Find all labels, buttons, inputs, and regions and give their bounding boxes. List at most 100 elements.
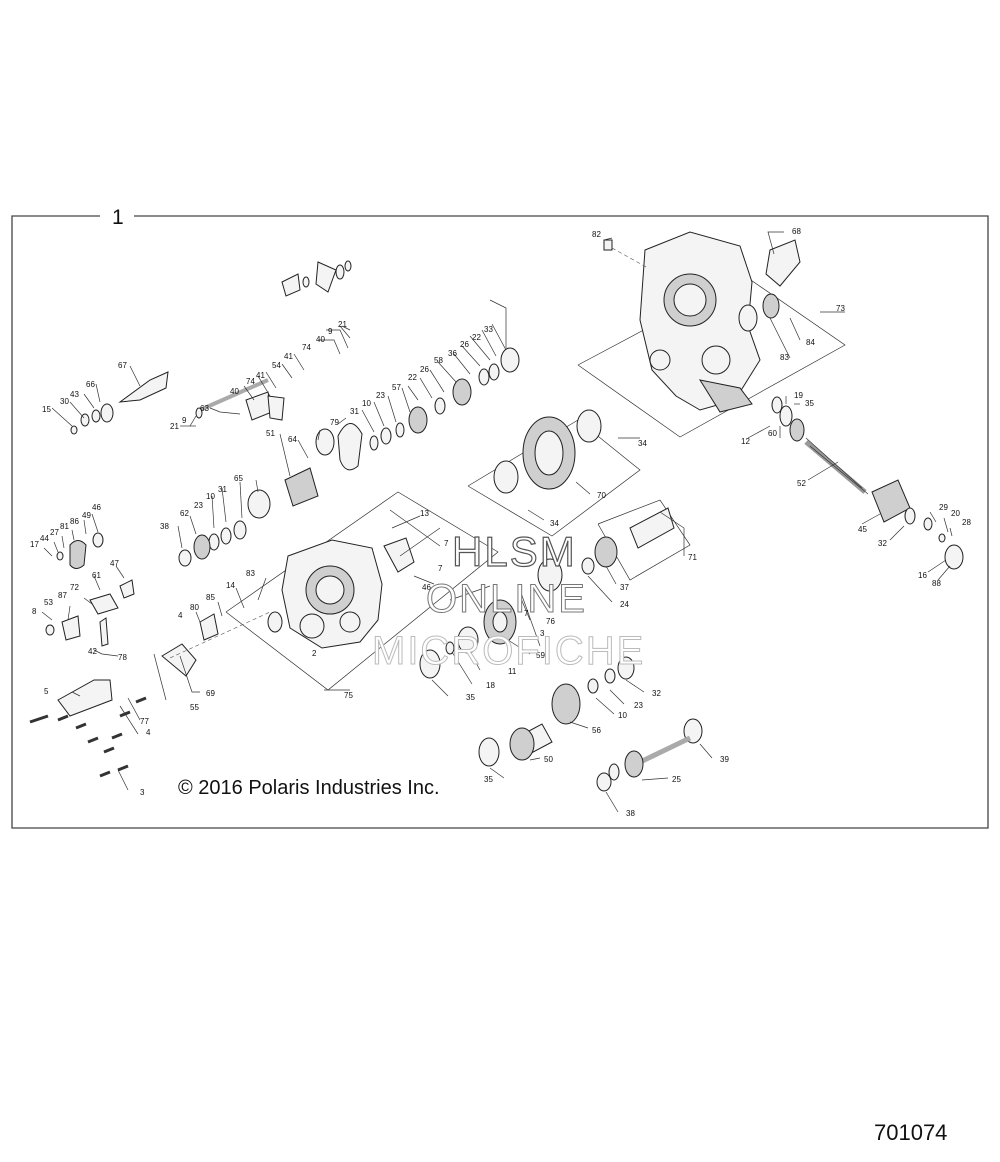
callout-80: 80: [190, 603, 199, 612]
callout-26a: 26: [420, 365, 429, 374]
callout-61: 61: [92, 571, 101, 580]
callout-75: 75: [344, 691, 353, 700]
callout-83b: 83: [246, 569, 255, 578]
callout-48: 46: [422, 583, 431, 592]
callout-2: 2: [312, 649, 317, 658]
callout-21a: 21: [338, 320, 347, 329]
callout-46: 46: [92, 503, 101, 512]
callout-47: 47: [110, 559, 119, 568]
shift-rail-parts: [195, 260, 352, 421]
callout-10a: 10: [618, 711, 627, 720]
callout-4b: 4: [146, 728, 151, 737]
callout-42: 42: [88, 647, 97, 656]
callout-8: 8: [32, 607, 37, 616]
callout-9a: 9: [328, 327, 333, 336]
callout-63: 63: [200, 404, 209, 413]
callout-29: 29: [939, 503, 948, 512]
case-half-right: [577, 231, 846, 438]
watermark: HLSM ONLINE MICROFICHE: [372, 527, 645, 673]
document-number: 701074: [874, 1120, 947, 1145]
gear-71: [581, 499, 691, 581]
callout-78: 78: [118, 653, 127, 662]
gear-70: [467, 409, 641, 537]
callout-26b: 26: [460, 340, 469, 349]
callout-62: 62: [180, 509, 189, 518]
case-half-left: [225, 491, 499, 691]
copyright-text: © 2016 Polaris Industries Inc.: [178, 777, 440, 799]
callout-31b: 31: [350, 407, 359, 416]
callout-23c: 23: [376, 391, 385, 400]
seal-24: [537, 558, 563, 592]
callout-85: 85: [206, 593, 215, 602]
callout-15: 15: [42, 405, 51, 414]
callout-64: 64: [288, 435, 297, 444]
callout-13: 13: [420, 509, 429, 518]
callout-72: 72: [70, 583, 79, 592]
cover-plate-48: [383, 537, 415, 573]
callout-50: 50: [544, 755, 553, 764]
left-small-parts: [45, 532, 271, 717]
plug-82: [603, 239, 613, 251]
callout-12: 12: [741, 437, 750, 446]
callout-32b: 32: [652, 689, 661, 698]
callout-79: 79: [330, 418, 339, 427]
left-shaft-parts: [70, 371, 169, 435]
callout-70: 70: [597, 491, 606, 500]
callout-22a: 22: [408, 373, 417, 382]
callout-3b: 3: [140, 788, 145, 797]
watermark-line-3: MICROFICHE: [372, 629, 645, 673]
callout-68: 68: [792, 227, 801, 236]
seal-18: [267, 611, 283, 633]
callout-49: 49: [82, 511, 91, 520]
seal-83: [738, 304, 758, 332]
diagram-frame: [11, 215, 989, 829]
watermark-line-1: HLSM: [452, 528, 577, 575]
callout-71: 71: [688, 553, 697, 562]
callout-59: 59: [536, 651, 545, 660]
callout-16: 16: [918, 571, 927, 580]
callout-88: 88: [932, 579, 941, 588]
callout-10c: 10: [362, 399, 371, 408]
callout-32a: 32: [878, 539, 887, 548]
callout-44: 44: [40, 534, 49, 543]
callout-69: 69: [206, 689, 215, 698]
countershaft-parts: [419, 599, 703, 792]
callout-39: 39: [720, 755, 729, 764]
callout-43: 43: [70, 390, 79, 399]
callout-11: 11: [508, 667, 517, 676]
callout-56: 56: [592, 726, 601, 735]
callout-53: 53: [44, 598, 53, 607]
callout-65: 65: [234, 474, 243, 483]
callout-36: 36: [448, 349, 457, 358]
callout-60: 60: [768, 429, 777, 438]
callout-14: 14: [226, 581, 235, 590]
callout-35: 35: [805, 399, 814, 408]
callout-7c: 7: [438, 564, 443, 573]
callout-77: 77: [140, 717, 149, 726]
callout-17: 17: [30, 540, 39, 549]
callout-52: 52: [797, 479, 806, 488]
callout-5: 5: [44, 687, 49, 696]
callout-3a: 3: [540, 629, 545, 638]
callout-4a: 4: [178, 611, 183, 620]
callout-34b: 34: [550, 519, 559, 528]
callout-18: 18: [486, 681, 495, 690]
callout-35c: 35: [484, 775, 493, 784]
callout-45: 45: [858, 525, 867, 534]
callout-31a: 31: [218, 485, 227, 494]
output-shaft-assembly: [771, 396, 964, 570]
callout-73: 73: [836, 304, 845, 313]
callout-23a: 23: [634, 701, 643, 710]
callout-67: 67: [118, 361, 127, 370]
callout-34a: 34: [638, 439, 647, 448]
callout-7a: 7: [524, 609, 529, 618]
callout-21b: 21: [170, 422, 179, 431]
callout-41a: 41: [284, 352, 293, 361]
callout-76: 76: [546, 617, 555, 626]
callout-57: 57: [392, 383, 401, 392]
watermark-line-2: ONLINE: [426, 577, 587, 621]
callout-35b: 35: [466, 693, 475, 702]
callout-23b: 23: [194, 501, 203, 510]
callout-58: 58: [434, 356, 443, 365]
